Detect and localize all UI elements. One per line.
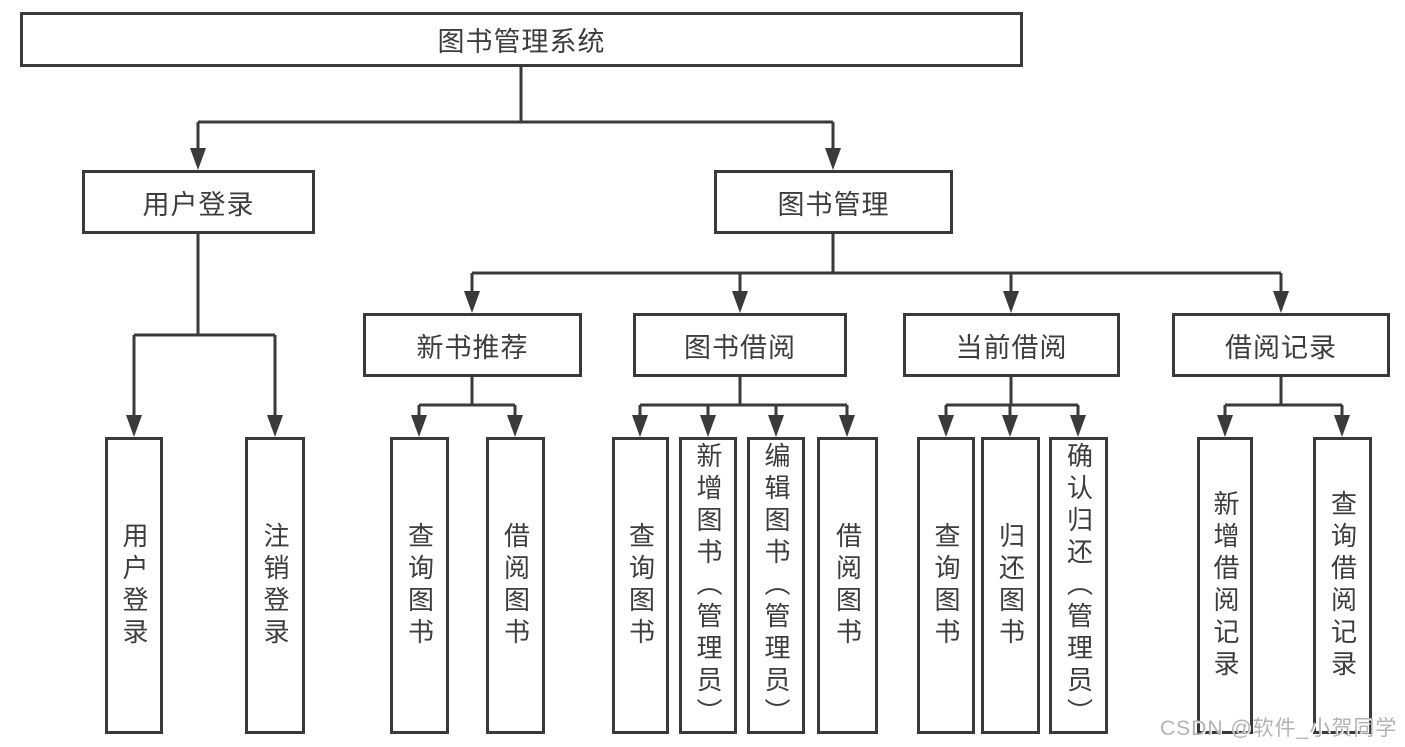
node-new-book-recommendation: 新书推荐 xyxy=(363,313,582,377)
node-label: 注销登录 xyxy=(260,521,290,650)
node-label: 查询借阅记录 xyxy=(1327,489,1358,682)
leaf-user-login: 用户登录 xyxy=(105,437,163,734)
node-label: 图书管理 xyxy=(777,189,890,220)
leaf-logout: 注销登录 xyxy=(245,437,305,734)
node-label: 新增借阅记录 xyxy=(1210,489,1240,682)
leaf-query-books: 查询图书 xyxy=(612,437,669,734)
leaf-query-books: 查询图书 xyxy=(390,437,449,734)
node-label: 图书管理系统 xyxy=(437,27,606,57)
node-label: 查询图书 xyxy=(404,521,435,650)
node-system-root: 图书管理系统 xyxy=(20,12,1023,67)
node-label: 查询图书 xyxy=(931,521,961,650)
node-book-management: 图书管理 xyxy=(714,170,953,234)
node-label: 查询图书 xyxy=(625,521,656,650)
node-label: 借阅图书 xyxy=(500,521,531,650)
node-label: 新书推荐 xyxy=(416,332,529,363)
leaf-query-borrow-record: 查询借阅记录 xyxy=(1313,437,1372,734)
node-user-login: 用户登录 xyxy=(82,170,315,234)
leaf-borrow-books: 借阅图书 xyxy=(817,437,878,734)
node-label: 确认归还（管理员） xyxy=(1063,441,1094,730)
node-current-borrowing: 当前借阅 xyxy=(903,313,1120,377)
leaf-query-books: 查询图书 xyxy=(917,437,975,734)
leaf-add-books-admin: 新增图书（管理员） xyxy=(679,437,737,734)
node-label: 借阅图书 xyxy=(832,521,863,650)
node-label: 当前借阅 xyxy=(955,332,1068,363)
node-label: 用户登录 xyxy=(142,189,255,220)
leaf-return-books: 归还图书 xyxy=(981,437,1040,734)
leaf-add-borrow-record: 新增借阅记录 xyxy=(1197,437,1253,734)
csdn-watermark: CSDN @软件_小贺同学 xyxy=(1160,717,1398,740)
node-label: 编辑图书（管理员） xyxy=(761,441,791,730)
node-book-borrowing: 图书借阅 xyxy=(633,313,847,377)
node-label: 用户登录 xyxy=(119,521,149,650)
leaf-borrow-books: 借阅图书 xyxy=(486,437,545,734)
node-label: 借阅记录 xyxy=(1225,332,1337,363)
node-label: 新增图书（管理员） xyxy=(693,441,723,730)
leaf-edit-books-admin: 编辑图书（管理员） xyxy=(747,437,805,734)
node-label: 归还图书 xyxy=(995,521,1026,650)
leaf-confirm-return-admin: 确认归还（管理员） xyxy=(1049,437,1108,734)
node-borrowing-records: 借阅记录 xyxy=(1172,313,1390,377)
node-label: 图书借阅 xyxy=(684,332,796,363)
